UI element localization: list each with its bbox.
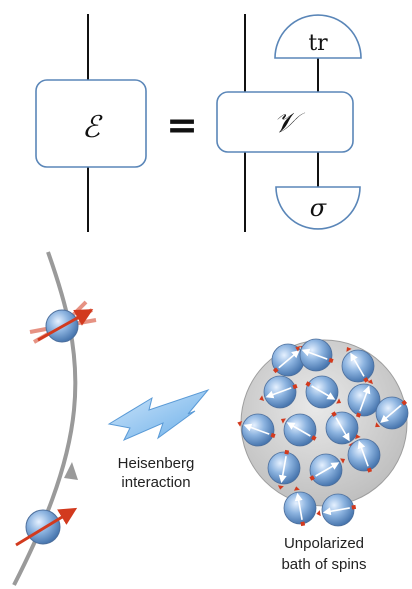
isometry-box-rhs [216, 91, 354, 153]
spin-arrow-tail [366, 467, 373, 473]
spin-arrow-tail [300, 521, 306, 527]
interaction-label: Heisenberg [118, 455, 195, 472]
bath-spin [237, 413, 276, 447]
spin-arrow-head [340, 458, 346, 464]
spin-arrow-head [293, 486, 300, 491]
spin-arrow-tail [284, 449, 290, 455]
state-label: σ [310, 194, 327, 222]
bath-spin [283, 486, 317, 527]
spin-arrow-tail [328, 357, 334, 364]
spin-arrow-head [375, 422, 381, 428]
spin-arrow-head [259, 395, 265, 401]
bath-spin [295, 338, 334, 372]
spin-arrow-icon [357, 440, 369, 467]
spin-arrow-head [277, 485, 284, 490]
bath-spin [316, 493, 357, 527]
spin-arrow-tail [292, 383, 298, 390]
spin-arrow-head [295, 346, 301, 352]
lower-spin [15, 507, 78, 547]
spin-arrow-icon [311, 385, 336, 400]
spin-arrow-icon [359, 385, 371, 412]
bath-spin [305, 375, 342, 409]
spin-arrow-tail [401, 399, 408, 406]
spin-arrow-icon [350, 352, 365, 377]
trace-label: tr [308, 31, 328, 56]
bath-spin [347, 434, 381, 473]
lightning-bolt-icon [107, 388, 210, 442]
bath-spin [271, 343, 305, 377]
spin-arrow-tail [309, 475, 315, 481]
spin-arrow-head [346, 346, 352, 352]
state-cap [275, 186, 361, 230]
spin-arrow-icon [315, 462, 340, 477]
spin-arrow-icon [243, 423, 270, 435]
upper-spin [29, 300, 97, 344]
spin-arrow-head [237, 421, 243, 427]
spin-arrow-head [355, 434, 361, 440]
spin-arrow-icon [286, 422, 311, 437]
interaction-label-2: interaction [121, 474, 190, 491]
physics-picture: Heisenberg interaction Unpolarized bath … [12, 251, 409, 586]
spin-arrow-tail [331, 411, 337, 417]
spin-arrow-head [336, 398, 342, 404]
spin-arrow-tail [270, 432, 276, 439]
spin-arrow-tail [355, 412, 362, 418]
bath-spin [375, 396, 409, 430]
spin-arrow-icon [278, 456, 287, 484]
bath-spin [259, 375, 298, 409]
equals-sign: = [166, 103, 198, 147]
bath-spin [341, 346, 375, 383]
spin-arrow-head [280, 418, 286, 424]
spin-arrow-icon [37, 309, 94, 342]
spin-bath [237, 338, 409, 527]
spin-arrow-icon [15, 507, 78, 547]
spin-arrow-tail [311, 435, 317, 441]
spin-arrow-head [316, 510, 321, 517]
trace-cap [274, 14, 362, 59]
bath-spin [267, 449, 301, 490]
bath-spins [237, 338, 409, 527]
spin-arrow-tail [272, 367, 279, 374]
spin-arrow-icon [265, 387, 292, 399]
bath-label-2: bath of spins [281, 556, 366, 573]
spin-arrow-tail [305, 381, 311, 387]
bath-spin [347, 379, 381, 418]
spin-arrow-icon [322, 507, 350, 516]
trajectory-arrow-icon [64, 462, 78, 480]
bath-spin [309, 453, 346, 487]
spin-arrow-icon [380, 404, 402, 423]
spin-arrow-icon [278, 350, 300, 369]
equation: ℰ = 𝒱 tr σ [35, 14, 362, 232]
channel-box-lhs [35, 79, 147, 168]
spin-arrow-head [367, 379, 373, 385]
spin-arrow-icon [301, 348, 328, 360]
spin-arrow-tail [351, 504, 357, 510]
bath-spin [325, 411, 359, 448]
bath-spin [280, 413, 317, 447]
spin-arrow-icon [294, 492, 303, 520]
channel-symbol-lhs: ℰ [82, 110, 103, 145]
spin-arrow-icon [335, 417, 350, 442]
bath-label: Unpolarized [284, 535, 364, 552]
spin-arrow-tail [363, 377, 369, 383]
